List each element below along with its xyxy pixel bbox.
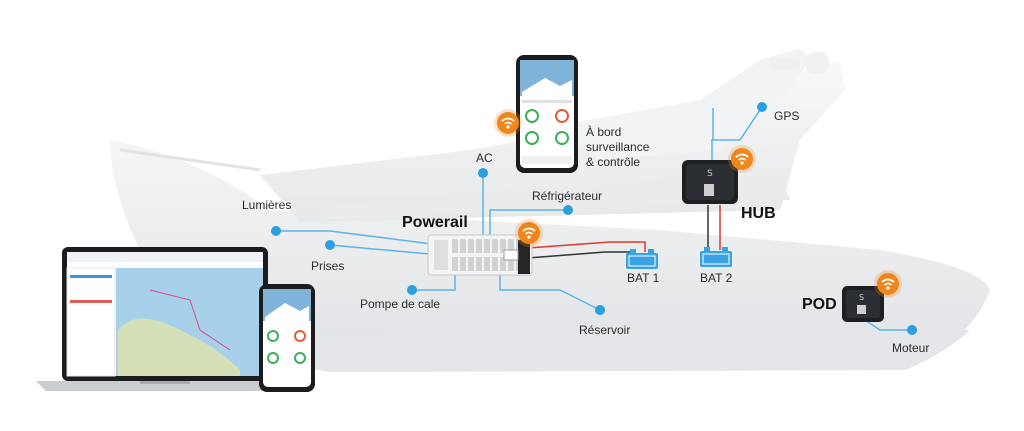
connection-lines [276, 106, 912, 331]
svg-text:S: S [707, 169, 713, 179]
label-onboard-monitoring: À bord surveillance & contrôle [586, 125, 650, 169]
label-powerail: Powerail [402, 214, 468, 231]
svg-text:S: S [859, 293, 864, 302]
label-lights: Lumières [242, 198, 292, 212]
label-hub: HUB [741, 205, 776, 222]
label-bilge-pump: Pompe de cale [360, 297, 441, 311]
label-pod: POD [802, 296, 837, 313]
label-gps: GPS [774, 109, 800, 123]
label-outlets: Prises [311, 259, 345, 273]
powerail-device [427, 234, 533, 276]
label-ac: AC [476, 151, 493, 165]
label-fridge: Réfrigérateur [532, 189, 603, 203]
hub-device: S [682, 160, 738, 204]
pod-device: S [842, 286, 884, 322]
laptop-device [36, 247, 294, 391]
label-engine: Moteur [892, 341, 930, 355]
connection-dots [271, 102, 917, 335]
battery-icon [626, 249, 658, 269]
battery-icon [700, 247, 732, 267]
label-bat1: BAT 1 [627, 271, 660, 285]
wifi-icon [497, 112, 519, 134]
phone-device [516, 55, 578, 173]
wifi-icon [518, 222, 540, 244]
label-tank: Réservoir [579, 323, 631, 337]
label-bat2: BAT 2 [700, 271, 733, 285]
wifi-icon [731, 148, 753, 170]
phone-device [259, 284, 315, 392]
wifi-icon [877, 273, 899, 295]
